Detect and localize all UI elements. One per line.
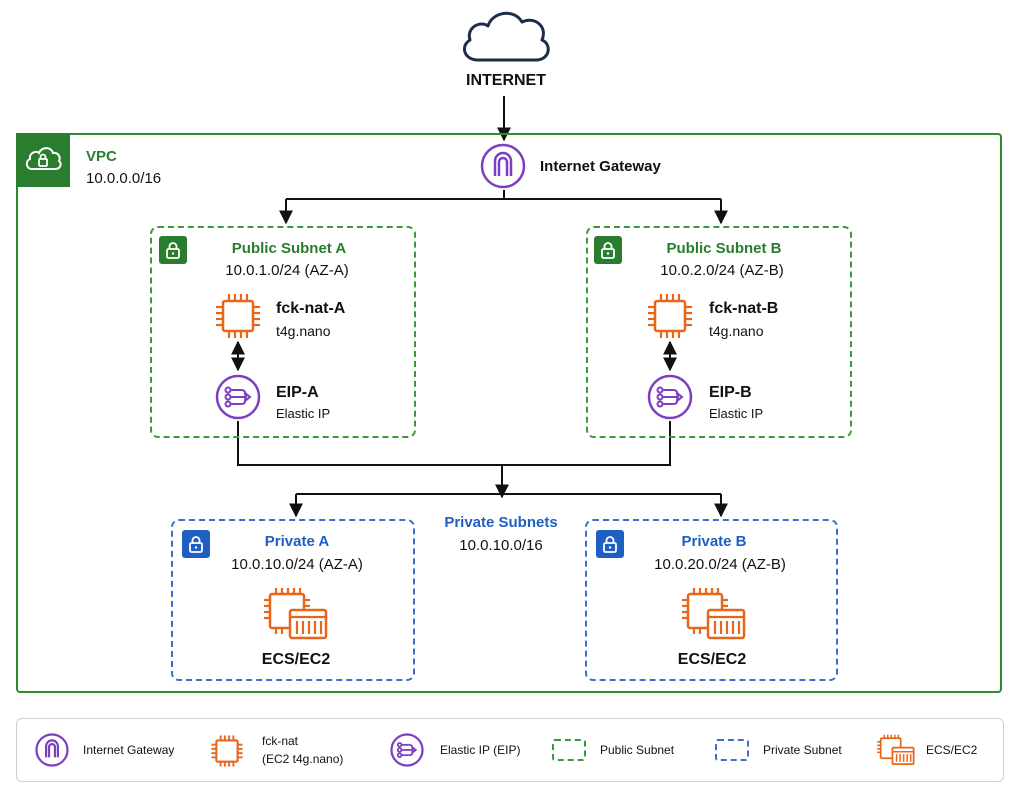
legend [16, 718, 1004, 782]
public-subnet-a [150, 226, 416, 438]
public-subnet-b [586, 226, 852, 438]
private-subnet-a [171, 519, 415, 681]
legend-igw-label: Internet Gateway [83, 743, 175, 757]
internet-label: INTERNET [466, 72, 546, 89]
legend-private-label: Private Subnet [763, 743, 842, 757]
ec2-chip-icon [214, 292, 262, 340]
nat-b-name: fck-nat-B [709, 300, 779, 317]
private-subnets-title: Private Subnets [444, 514, 558, 531]
ec2-chip-icon [646, 292, 694, 340]
private-subnet-b [585, 519, 838, 681]
nat-a-type: t4g.nano [276, 323, 331, 339]
private-b-title: Private B [681, 533, 747, 550]
vpc-title: VPC [86, 148, 117, 165]
legend-nat-label: fck-nat [262, 734, 299, 748]
public-subnet-b-cidr: 10.0.2.0/24 (AZ-B) [660, 262, 784, 279]
elastic-ip-icon [215, 374, 261, 420]
legend-eip-label: Elastic IP (EIP) [440, 743, 521, 757]
legend-private-swatch [715, 739, 749, 761]
eip-a-name: EIP-A [276, 384, 319, 401]
lock-icon [596, 530, 624, 558]
private-a-workload: ECS/EC2 [261, 651, 331, 668]
legend-ecs-label: ECS/EC2 [926, 743, 978, 757]
ecs-ec2-icon [876, 733, 916, 767]
private-subnets-cidr: 10.0.10.0/16 [459, 537, 543, 554]
vpc-cidr: 10.0.0.0/16 [86, 170, 162, 187]
internet-gateway-label: Internet Gateway [540, 158, 661, 175]
eip-b-type: Elastic IP [709, 406, 764, 421]
vpc-cloud-lock-icon [16, 133, 70, 187]
nat-b-type: t4g.nano [709, 323, 764, 339]
public-subnet-a-cidr: 10.0.1.0/24 (AZ-A) [225, 262, 349, 279]
internet-gateway-icon [480, 143, 526, 189]
nat-a-name: fck-nat-A [276, 300, 346, 317]
internet-gateway-icon [35, 733, 69, 767]
private-b-cidr: 10.0.20.0/24 (AZ-B) [654, 556, 786, 573]
ecs-ec2-icon [680, 586, 748, 642]
lock-icon [159, 236, 187, 264]
eip-a-type: Elastic IP [276, 406, 331, 421]
eip-b-name: EIP-B [709, 384, 752, 401]
cloud-icon [456, 4, 554, 66]
elastic-ip-icon [390, 733, 424, 767]
lock-icon [594, 236, 622, 264]
legend-public-swatch [552, 739, 586, 761]
public-subnet-a-title: Public Subnet A [231, 240, 347, 257]
private-a-title: Private A [264, 533, 330, 550]
public-subnet-b-title: Public Subnet B [666, 240, 782, 257]
legend-nat-sublabel: (EC2 t4g.nano) [262, 752, 344, 766]
elastic-ip-icon [647, 374, 693, 420]
vpc-container [16, 133, 1002, 693]
ecs-ec2-icon [262, 586, 330, 642]
legend-public-label: Public Subnet [600, 743, 675, 757]
lock-icon [182, 530, 210, 558]
ec2-chip-icon [210, 734, 244, 768]
private-b-workload: ECS/EC2 [677, 651, 747, 668]
private-a-cidr: 10.0.10.0/24 (AZ-A) [231, 556, 363, 573]
